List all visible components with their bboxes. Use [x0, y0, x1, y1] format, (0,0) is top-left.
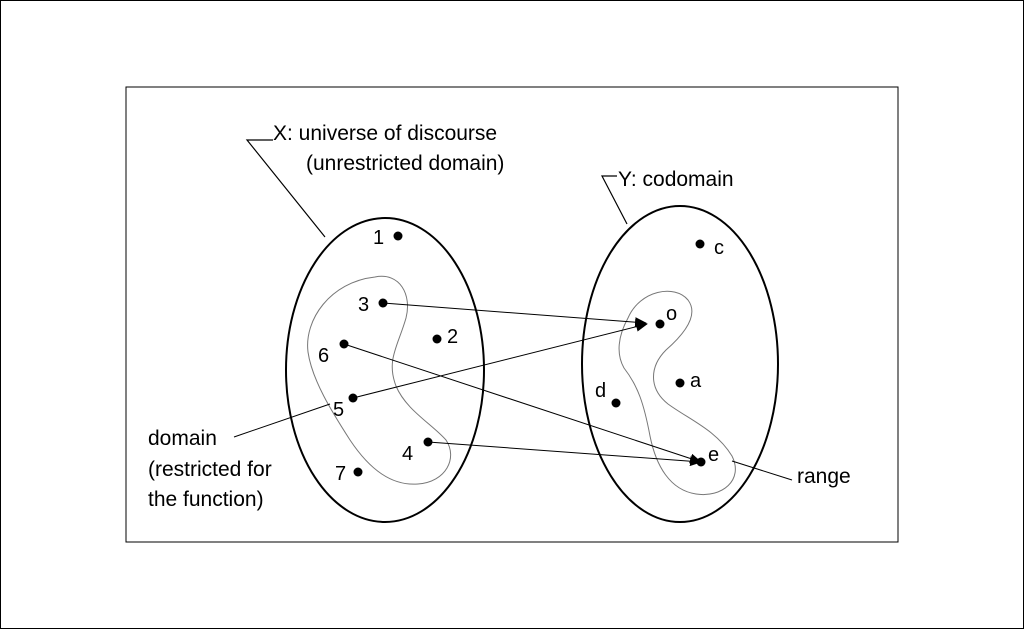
- point-7-dot: [353, 467, 363, 477]
- point-4-dot: [423, 437, 433, 447]
- point-1-label: 1: [373, 227, 384, 249]
- point-7-label: 7: [335, 463, 346, 485]
- point-o-dot: [655, 319, 665, 329]
- point-5-label: 5: [333, 399, 344, 421]
- universe-label-line2: (unrestricted domain): [306, 152, 504, 175]
- point-4-label: 4: [402, 443, 413, 465]
- range-callout-line: [731, 460, 793, 481]
- point-5-dot: [348, 393, 358, 403]
- point-6-label: 6: [318, 345, 329, 367]
- point-1-dot: [393, 231, 403, 241]
- arrow-3-to-o: [382, 302, 647, 328]
- point-3-dot: [378, 298, 388, 308]
- arrow-5-to-o: [352, 321, 648, 399]
- point-3-label: 3: [358, 294, 369, 316]
- range-label: range: [797, 465, 851, 488]
- point-d-label: d: [595, 380, 606, 402]
- point-d-dot: [611, 398, 621, 408]
- diagram-frame: [125, 86, 899, 543]
- point-2-label: 2: [447, 326, 458, 348]
- domain-region: [307, 275, 452, 485]
- point-a-label: a: [690, 370, 702, 392]
- set-x-ellipse: [285, 217, 485, 523]
- point-6-dot: [339, 339, 349, 349]
- universe-callout-line: [245, 139, 326, 238]
- point-e-dot: [696, 457, 706, 467]
- point-c-dot: [695, 239, 705, 249]
- domain-label-line2: (restricted for: [148, 458, 272, 481]
- set-y-ellipse: [581, 205, 779, 523]
- point-2-dot: [432, 334, 442, 344]
- domain-label-line1: domain: [148, 427, 217, 450]
- domain-callout-line: [233, 403, 331, 438]
- point-c-label: c: [714, 237, 724, 259]
- point-e-label: e: [708, 444, 719, 466]
- point-a-dot: [675, 378, 685, 388]
- codomain-callout-line: [601, 175, 628, 225]
- arrow-4-to-e: [427, 441, 702, 467]
- domain-label-line3: the function): [148, 488, 264, 511]
- range-region: [618, 290, 736, 496]
- point-o-label: o: [666, 303, 677, 325]
- codomain-label: Y: codomain: [618, 168, 734, 191]
- arrow-6-to-e: [343, 343, 702, 464]
- universe-label-line1: X: universe of discourse: [273, 122, 497, 145]
